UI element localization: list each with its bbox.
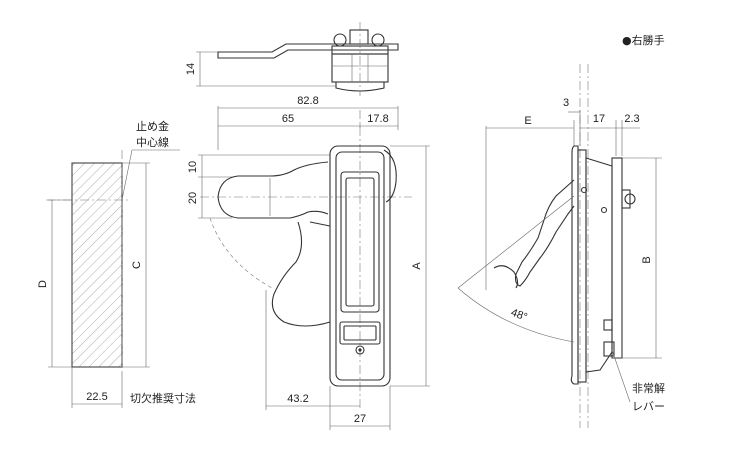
hand-label: ●右勝手 [622,33,665,47]
dim-27: 27 [354,413,366,425]
dim-e: E [524,115,531,127]
centerline-label-1: 止め金 [136,119,169,133]
cutout-view: 止め金 中心線 D C 22.5 切欠推奨寸法 [37,119,196,408]
dim-c: C [131,261,143,269]
dim-22-5: 22.5 [86,391,107,403]
front-view: 82.8 65 17.8 10 20 A [187,95,430,430]
dim-17-8: 17.8 [367,113,388,125]
centerline-label-2: 中心線 [136,135,169,149]
top-view: 14 [185,22,399,96]
dim-82-8: 82.8 [297,95,318,107]
dim-d: D [37,280,49,288]
dim-10: 10 [187,161,199,173]
lever-label-2: レバー [632,400,665,413]
dim-2-3: 2.3 [624,113,639,125]
dim-a: A [411,262,423,270]
lever-label-1: 非常解 [632,381,665,395]
dim-17: 17 [593,113,605,125]
dim-3: 3 [563,97,569,109]
side-view: ●右勝手 E 3 17 2.3 48° [457,33,665,428]
dim-b: B [641,256,653,263]
dim-20: 20 [187,192,199,204]
dim-14: 14 [185,63,197,75]
dim-48-deg: 48° [509,307,529,324]
dim-43-2: 43.2 [287,393,308,405]
dim-65: 65 [282,113,294,125]
cutout-label: 切欠推奨寸法 [130,391,196,405]
